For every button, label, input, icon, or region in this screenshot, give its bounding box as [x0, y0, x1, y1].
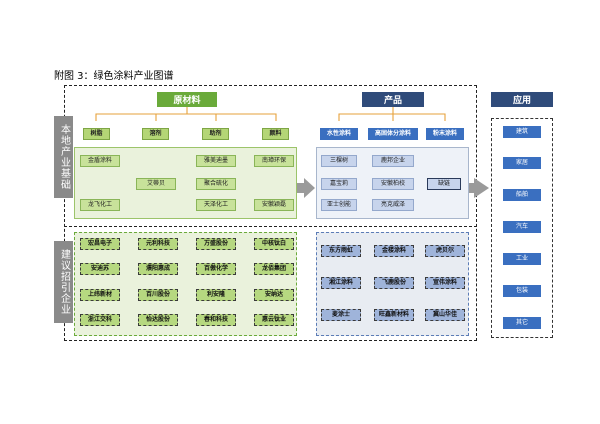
category-pigment: 颜料: [262, 128, 289, 140]
company-node: 聚合硫化: [196, 178, 236, 190]
company-node: 浙江交科: [80, 314, 120, 326]
category-additive: 助剂: [202, 128, 229, 140]
company-node: 安徽柏校: [372, 178, 414, 190]
header-products: 产品: [362, 92, 424, 107]
row-label-local-text: 本地产业基础: [58, 124, 70, 190]
company-node: 利安隆: [196, 289, 236, 301]
company-node: 上纬新材: [80, 289, 120, 301]
category-solvent: 溶剂: [142, 128, 169, 140]
company-node: 旺鑫新材料: [374, 309, 414, 321]
company-node: 雅美迪墨: [196, 155, 236, 167]
company-node: 三棵树: [321, 155, 357, 167]
row-label-recruit: 建议招引企业: [54, 241, 73, 323]
company-node: 春和科技: [196, 314, 236, 326]
category-resin: 树脂: [83, 128, 110, 140]
company-node: 万盛股份: [196, 238, 236, 250]
company-node: 东方雨虹: [321, 245, 361, 257]
company-node: 南璋环保: [254, 155, 294, 167]
gap-highlight-node: 缺链: [427, 178, 461, 190]
outer-frame: [64, 85, 477, 341]
company-node: 百川股份: [138, 289, 178, 301]
company-node: 濮阳惠成: [138, 263, 178, 275]
company-node: 虎贝尔: [425, 245, 465, 257]
application-item: 建筑: [503, 126, 541, 138]
company-node: 安迪苏: [80, 263, 120, 275]
row-label-recruit-text: 建议招引企业: [58, 249, 70, 315]
application-item: 其它: [503, 317, 541, 329]
row-label-local: 本地产业基础: [54, 116, 73, 198]
company-node: 金盾涂料: [80, 155, 120, 167]
company-node: 亮克威泽: [372, 199, 414, 211]
company-node: 艾蒂贝: [136, 178, 176, 190]
company-node: 亚士创能: [321, 199, 357, 211]
row-divider: [64, 226, 477, 227]
header-raw-materials: 原材料: [157, 92, 217, 107]
figure-title: 附图 3：绿色涂料产业图谱: [54, 71, 174, 82]
application-item: 船舶: [503, 189, 541, 201]
category-waterborne-coating: 水性涂料: [320, 128, 358, 140]
company-node: 惠云钛业: [254, 314, 294, 326]
application-item: 包装: [503, 285, 541, 297]
application-item: 工业: [503, 253, 541, 265]
company-node: 金楼涂料: [374, 245, 414, 257]
company-node: 麦涂士: [321, 309, 361, 321]
company-node: 湘江涂料: [321, 277, 361, 289]
company-node: 飞鹿股份: [374, 277, 414, 289]
company-node: 怡达股份: [138, 314, 178, 326]
company-node: 元利科技: [138, 238, 178, 250]
company-node: 冀山华佳: [425, 309, 465, 321]
company-node: 安纳达: [254, 289, 294, 301]
company-node: 中核钛白: [254, 238, 294, 250]
company-node: 宣伟涂料: [425, 277, 465, 289]
category-high-solids-coating: 高固体分涂料: [368, 128, 418, 140]
company-node: 宏昌电子: [80, 238, 120, 250]
company-node: 天泽化工: [196, 199, 236, 211]
company-node: 龙佰集团: [254, 263, 294, 275]
company-node: 百傲化学: [196, 263, 236, 275]
company-node: 安徽颖磊: [254, 199, 294, 211]
company-node: 鹿邦企业: [372, 155, 414, 167]
company-node: 嘉宝莉: [321, 178, 357, 190]
category-powder-coating: 粉末涂料: [426, 128, 464, 140]
application-item: 家居: [503, 157, 541, 169]
application-item: 汽车: [503, 221, 541, 233]
company-node: 龙飞化工: [80, 199, 120, 211]
header-applications: 应用: [491, 92, 553, 107]
